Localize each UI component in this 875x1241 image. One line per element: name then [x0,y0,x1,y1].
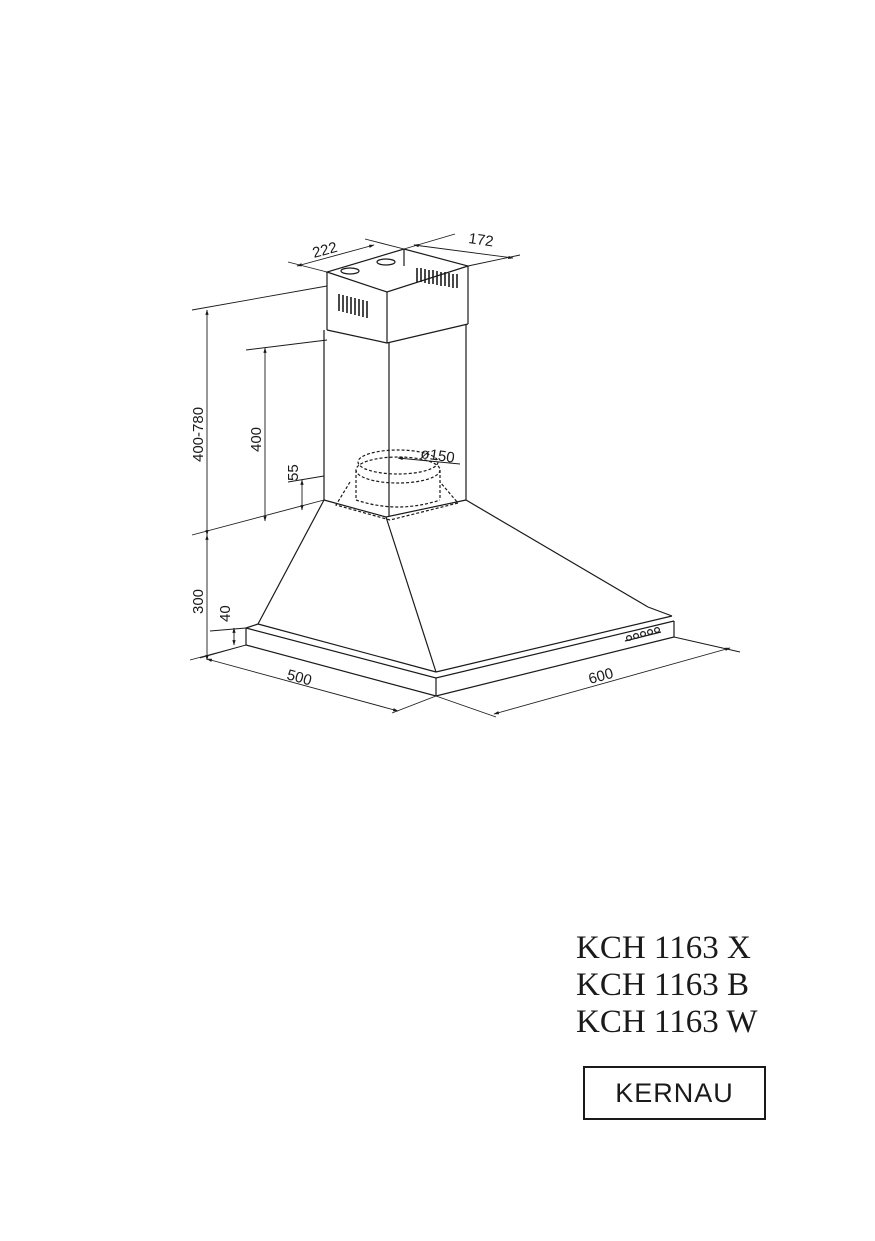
dim-label-400: 400 [248,427,265,452]
control-buttons [624,626,662,642]
duct-collar [335,449,460,521]
top-slot-right [376,258,396,266]
brand-logo: KERNAU [583,1066,766,1120]
top-slot-left [340,267,360,275]
dim-label-172: 172 [467,230,494,250]
dim-label-222: 222 [311,239,340,262]
dim-label-diameter-150: ø150 [419,445,455,467]
dim-label-500: 500 [285,666,314,689]
dim-label-40: 40 [217,605,234,622]
chimney-outline [323,248,471,516]
dim-label-300: 300 [190,589,207,614]
model-name: KCH 1163 W [576,1004,758,1040]
model-name: KCH 1163 X [576,930,751,966]
dim-label-600: 600 [587,665,616,688]
dim-label-55: 55 [285,464,302,481]
dim-label-400-780: 400-780 [190,407,207,462]
hood-body [257,499,673,673]
dimension-lines [189,233,741,718]
brand-logo-text: KERNAU [615,1077,734,1108]
model-name: KCH 1163 B [576,967,749,1003]
model-list: KCH 1163 X KCH 1163 B KCH 1163 W [576,930,758,1041]
vent-slots [338,268,458,318]
